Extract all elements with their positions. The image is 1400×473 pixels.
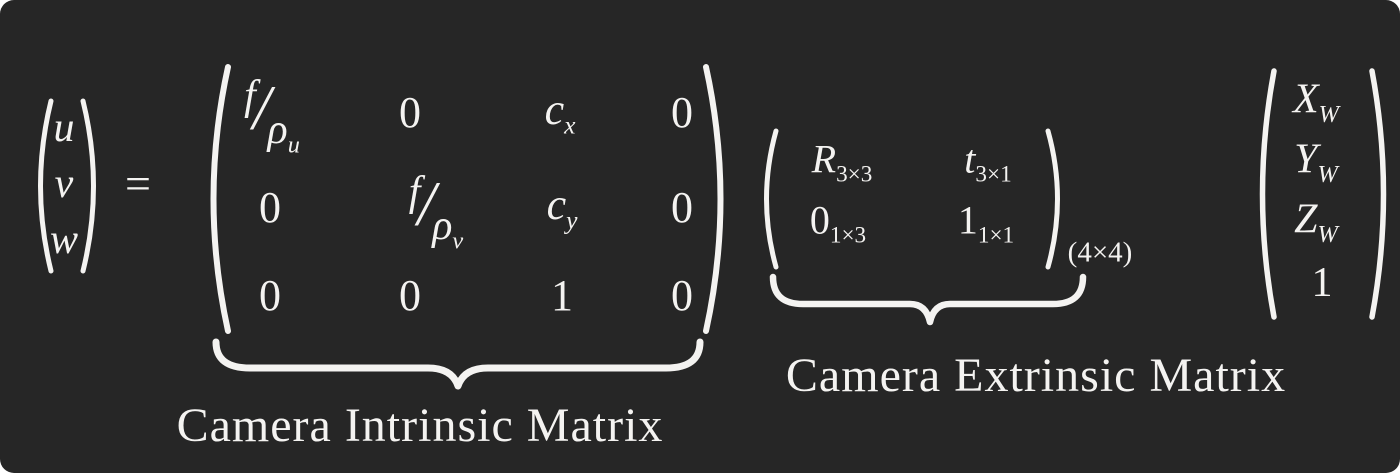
fraction-slash: / — [252, 72, 271, 144]
frac-denominator: ρv — [432, 203, 464, 255]
pixel-v: v — [54, 161, 74, 207]
intrinsic-underbrace — [212, 338, 704, 390]
intrinsic-cell-r1c2: 0 — [399, 88, 421, 137]
extrinsic-cell-zero-row: 01×3 — [809, 197, 867, 249]
world-one: 1 — [1311, 260, 1333, 306]
world-x: XW — [1293, 76, 1339, 128]
extrinsic-underbrace — [769, 273, 1087, 326]
pixel-vector-left-paren — [38, 98, 54, 274]
frac-denominator: ρu — [267, 107, 300, 159]
intrinsic-cell-r3c2: 0 — [399, 271, 421, 320]
intrinsic-cell-r3c4: 0 — [671, 271, 693, 320]
world-z: ZW — [1294, 196, 1338, 248]
intrinsic-cell-r1c4: 0 — [671, 88, 693, 137]
intrinsic-right-paren — [703, 64, 724, 334]
intrinsic-cell-cy: cy — [546, 179, 578, 235]
pixel-u: u — [53, 105, 75, 151]
extrinsic-label: Camera Extrinsic Matrix — [785, 349, 1287, 402]
frac-numerator: f — [408, 169, 421, 216]
intrinsic-cell-r2c4: 0 — [671, 183, 693, 232]
intrinsic-cell-f-over-rho-v: f/ρv — [408, 168, 463, 253]
equals-sign: = — [125, 158, 151, 209]
intrinsic-cell-f-over-rho-u: f/ρu — [244, 72, 300, 157]
extrinsic-dimension-subscript: (4×4) — [1067, 236, 1133, 269]
intrinsic-cell-r3c1: 0 — [259, 271, 281, 320]
intrinsic-label: Camera Intrinsic Matrix — [176, 399, 664, 452]
intrinsic-left-paren — [210, 64, 231, 334]
intrinsic-cell-cx: cx — [544, 84, 576, 140]
pixel-vector-right-paren — [80, 98, 96, 274]
world-vector-right-paren — [1369, 68, 1387, 320]
world-vector-left-paren — [1259, 68, 1277, 320]
fraction-slash: / — [417, 168, 436, 240]
intrinsic-cell-r2c1: 0 — [259, 183, 281, 232]
extrinsic-cell-rotation: R3×3 — [811, 136, 873, 188]
extrinsic-cell-translation: t3×1 — [964, 136, 1012, 188]
extrinsic-right-paren — [1045, 128, 1060, 270]
intrinsic-cell-r3c3: 1 — [551, 271, 573, 320]
extrinsic-cell-one: 11×1 — [957, 197, 1015, 249]
frac-numerator: f — [244, 73, 256, 120]
pixel-w: w — [49, 217, 79, 263]
extrinsic-left-paren — [764, 128, 779, 270]
world-y: YW — [1294, 136, 1338, 188]
